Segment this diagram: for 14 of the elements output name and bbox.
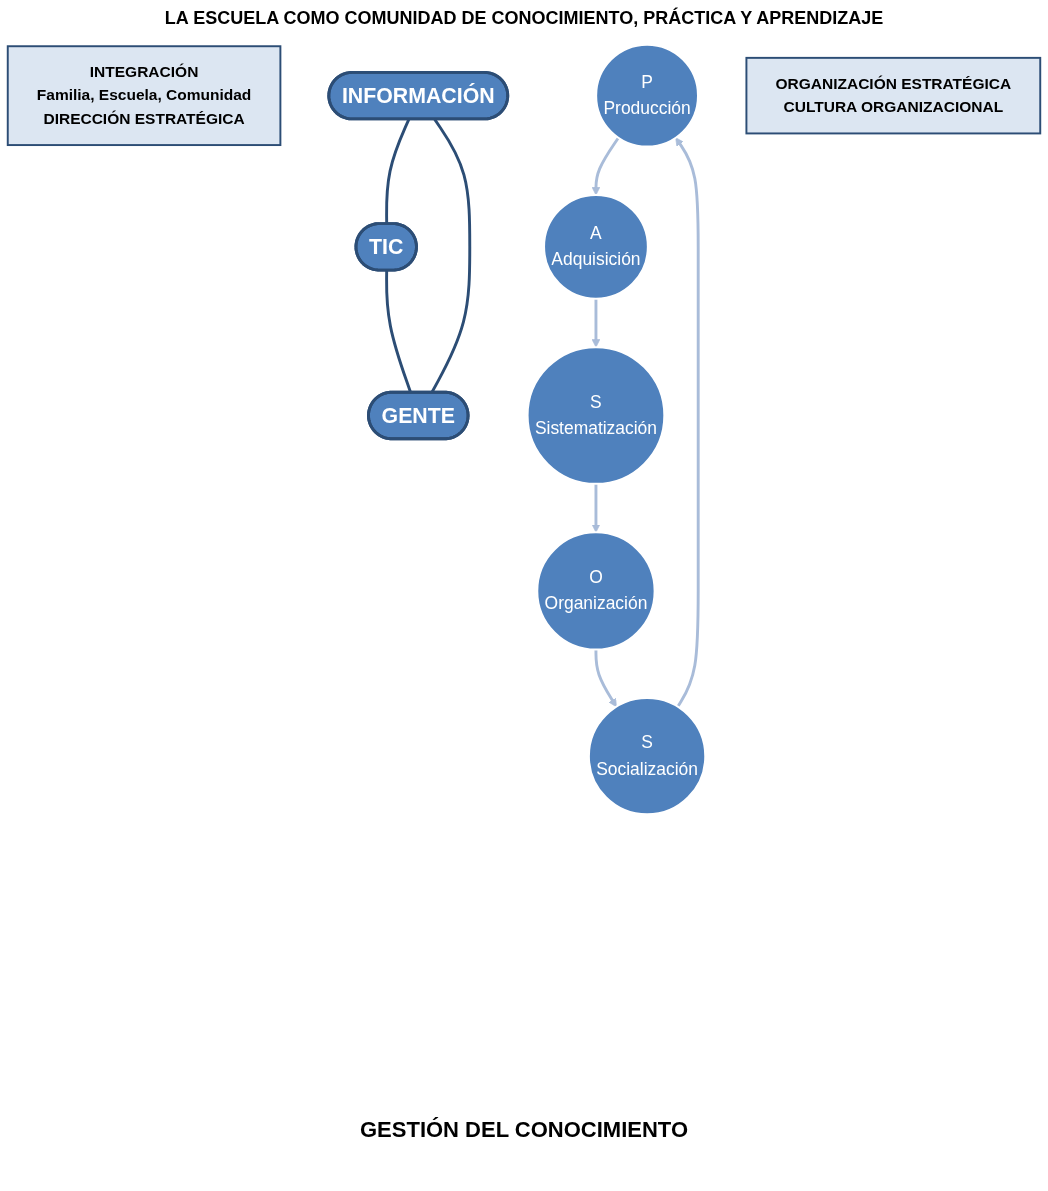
- node-circle: A Adquisición: [543, 194, 649, 300]
- node-circle: P Producción: [595, 43, 699, 148]
- arrow: [675, 137, 700, 708]
- arrow: [591, 483, 601, 533]
- node-box: ORGANIZACIÓN ESTRATÉGICA CULTURA ORGANIZACIONAL: [745, 56, 1042, 135]
- arrow: [591, 298, 601, 348]
- node-circle: S Sistematización: [526, 346, 666, 485]
- node-circle: S Socialización: [587, 697, 707, 816]
- center-label: GESTIÓN DEL CONOCIMIENTO: [359, 1117, 689, 1143]
- node-box: INTEGRACIÓN Familia, Escuela, Comunidad DIRECCIÓN ESTRATÉGICA: [6, 45, 282, 147]
- arrow: [594, 649, 617, 708]
- arrow: [591, 136, 620, 196]
- node-circle: O Organización: [536, 531, 656, 651]
- diagram-title: LA ESCUELA COMO COMUNIDAD DE CONOCIMIENTO, PRÁCTICA Y APRENDIZAJE: [163, 6, 885, 30]
